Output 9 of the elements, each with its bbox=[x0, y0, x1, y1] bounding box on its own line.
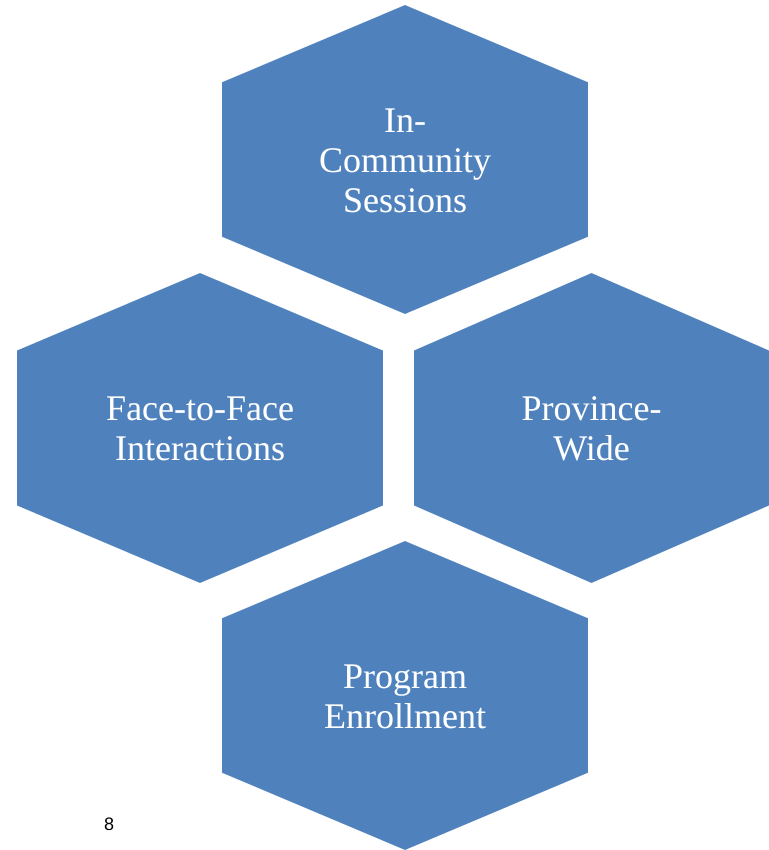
node-label: In- Community Sessions bbox=[318, 100, 492, 220]
node-label: Province- Wide bbox=[520, 388, 662, 468]
hexagon-shape bbox=[414, 273, 769, 583]
hexagon-shape bbox=[222, 541, 588, 850]
page-number: 8 bbox=[104, 814, 114, 835]
hexagon-shape bbox=[17, 273, 383, 583]
node-label: Face-to-Face Interactions bbox=[105, 388, 295, 468]
node-label: Program Enrollment bbox=[323, 656, 487, 736]
hexagon-shape bbox=[222, 5, 588, 314]
